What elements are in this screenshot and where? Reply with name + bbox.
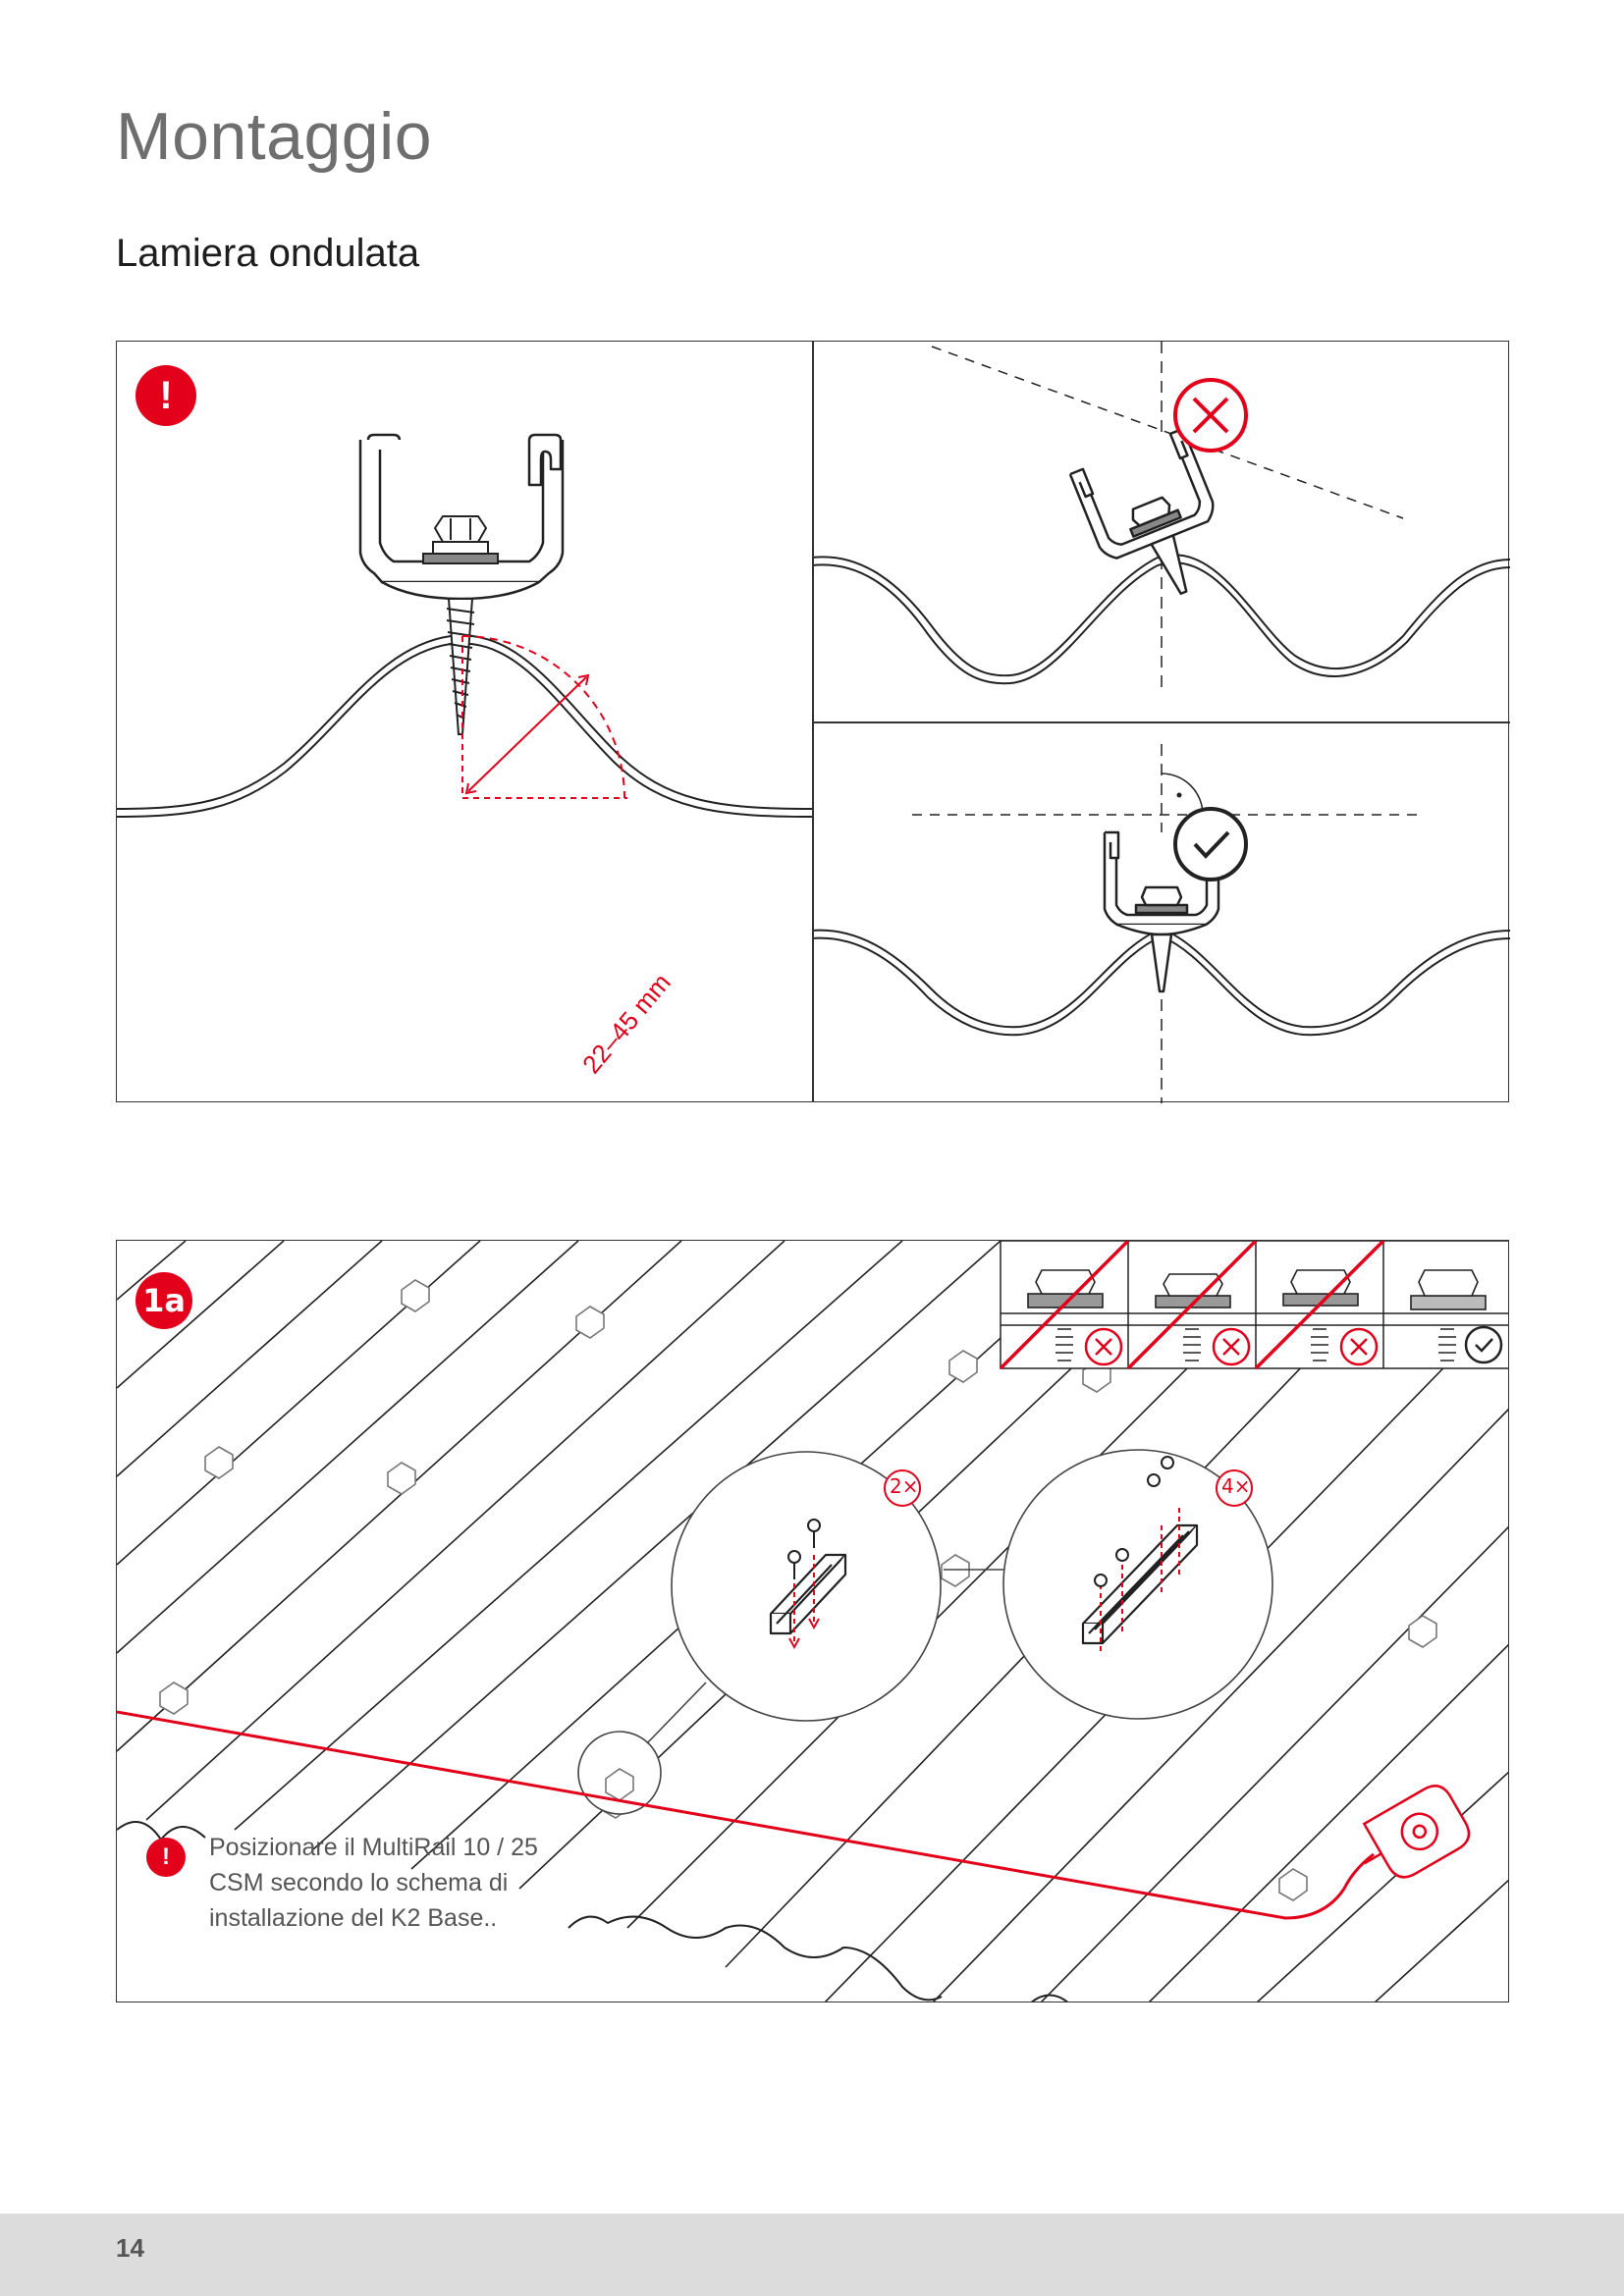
check-circle-icon (1173, 807, 1248, 881)
mounting-angle-drawing (117, 342, 1510, 1103)
step-badge: 1a (135, 1272, 192, 1329)
section-subtitle: Lamiera ondulata (116, 232, 420, 275)
cross-circle-icon (1173, 378, 1248, 453)
page-number: 14 (116, 2233, 144, 2263)
page-title: Montaggio (116, 99, 433, 174)
screw-check-row (1084, 1325, 1503, 1366)
roof-installation-drawing (117, 1241, 1508, 2002)
note-text: Posizionare il MultiRail 10 / 25 CSM sec… (209, 1834, 538, 1932)
quantity-label: 4× (1221, 1474, 1251, 1498)
cross-circle-icon (1339, 1327, 1379, 1366)
mounting-angle-figure: ! 22–45 mm (116, 341, 1510, 1103)
cross-circle-icon (1212, 1327, 1251, 1366)
cross-circle-icon (1084, 1327, 1123, 1366)
warning-icon: ! (146, 1838, 186, 1877)
page-footer: 14 (0, 2214, 1624, 2296)
quantity-label: 2× (890, 1474, 919, 1498)
check-circle-icon (1464, 1325, 1503, 1364)
installation-note: ! Posizionare il MultiRail 10 / 25 CSM s… (146, 1830, 559, 1957)
warning-badge: ! (135, 365, 196, 426)
roof-installation-figure: 1a 2× 4× ! Posizionare il MultiRail 10 /… (116, 1240, 1509, 2002)
panel-divider (812, 721, 1510, 723)
